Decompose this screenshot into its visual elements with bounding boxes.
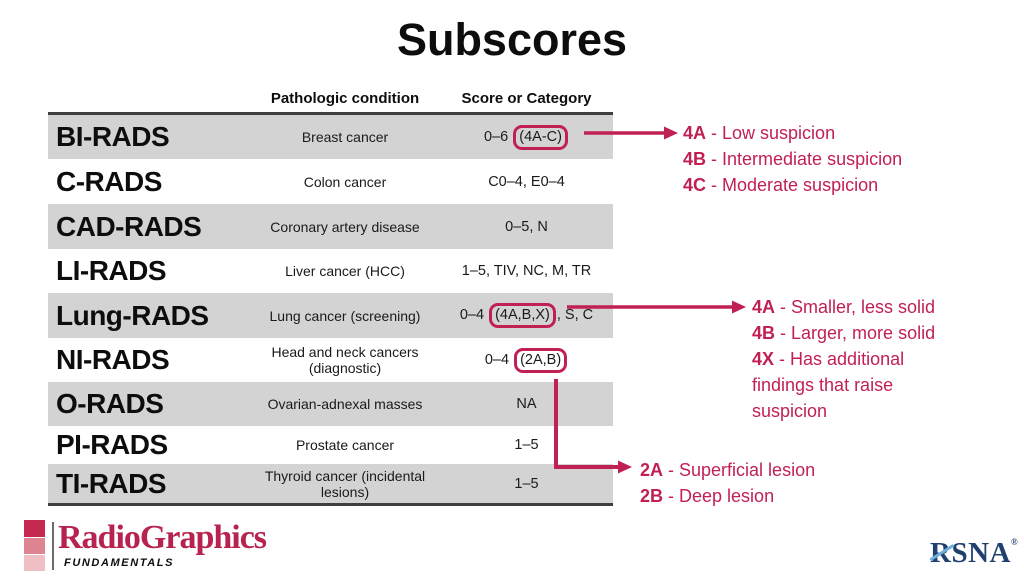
rads-system-label: TI-RADS <box>56 467 167 499</box>
score-category: 0–4 (2A,B) <box>440 347 613 373</box>
score-category: 0–5, N <box>505 218 548 235</box>
table-row-bi-rads: BI-RADS Breast cancer 0–6 (4A-C) <box>48 115 613 159</box>
legend-item: 4B - Larger, more solid <box>752 320 968 346</box>
radiographics-wordmark: RadioGraphics <box>58 519 267 556</box>
registered-mark: ® <box>1010 537 1019 547</box>
subscore-code: 4A <box>752 297 776 317</box>
logo-square-dark-icon <box>24 520 45 537</box>
table-row-li-rads: LI-RADS Liver cancer (HCC) 1–5, TIV, NC,… <box>48 249 613 293</box>
logo-square-light-icon <box>24 555 45 571</box>
pathologic-condition: Liver cancer (HCC) <box>285 263 405 279</box>
highlighted-subscore-box: (4A-C) <box>513 124 568 150</box>
score-category: 0–4 (4A,B,X), S, C <box>440 303 613 328</box>
legend-item: 4C - Moderate suspicion <box>683 172 953 198</box>
score-category: 1–5 <box>514 437 539 453</box>
pathologic-condition: Breast cancer <box>301 129 389 145</box>
legend-item: 2A - Superficial lesion <box>640 457 900 483</box>
rads-system-label: PI-RADS <box>56 429 168 460</box>
pathologic-condition: Head and neck cancers (diagnostic) <box>271 344 419 376</box>
subscore-desc: - Deep lesion <box>663 486 775 506</box>
radiographics-wordmark-group: RadioGraphics FUNDAMENTALS <box>58 519 267 571</box>
table-row-lung-rads: Lung-RADS Lung cancer (screening) 0–4 (4… <box>48 293 613 338</box>
logo-divider <box>52 522 54 570</box>
subscore-code: 4B <box>683 149 707 169</box>
score-text: 0–4 <box>484 351 514 368</box>
subscore-code: 4B <box>752 323 776 343</box>
table-row-o-rads: O-RADS Ovarian-adnexal masses NA <box>48 382 613 426</box>
column-header-score: Score or Category <box>461 90 592 107</box>
lungrads-subscore-legend: 4A - Smaller, less solid 4B - Larger, mo… <box>752 294 968 424</box>
rads-system-label: Lung-RADS <box>56 299 209 331</box>
score-category: 1–5 <box>514 475 539 492</box>
table-row-cad-rads: CAD-RADS Coronary artery disease 0–5, N <box>48 204 613 249</box>
subscore-code: 4C <box>683 175 707 195</box>
subscore-desc: - Smaller, less solid <box>775 297 936 317</box>
subscore-desc: - Moderate suspicion <box>706 175 879 195</box>
subscore-code: 2A <box>640 460 664 480</box>
highlighted-subscore-box: (4A,B,X) <box>489 303 556 328</box>
pathologic-condition: Ovarian-adnexal masses <box>267 396 423 412</box>
pathologic-condition: Lung cancer (screening) <box>269 307 421 324</box>
rads-system-label: LI-RADS <box>56 255 167 286</box>
legend-item: 4X - Has additional findings that raise … <box>752 346 968 424</box>
pathologic-condition: Thyroid cancer (incidental lesions) <box>264 467 426 500</box>
rads-system-label: C-RADS <box>56 165 162 197</box>
pathologic-condition: Prostate cancer <box>295 437 395 453</box>
radiographics-logo-squares <box>24 520 45 571</box>
pathologic-condition: Colon cancer <box>303 173 387 190</box>
score-text: , S, C <box>556 307 594 323</box>
subscore-desc: - Superficial lesion <box>663 460 816 480</box>
table-header-row: Pathologic condition Score or Category <box>48 86 613 115</box>
rads-system-label: NI-RADS <box>56 344 170 375</box>
slide-title: Subscores <box>396 14 628 65</box>
score-category: 1–5, TIV, NC, M, TR <box>461 263 592 279</box>
column-header-condition: Pathologic condition <box>270 90 420 107</box>
arrow-lungrads-head <box>732 300 746 314</box>
rads-table: BI-RADS Breast cancer 0–6 (4A-C) C-RADS … <box>48 115 613 506</box>
subscore-desc: - Has additional findings that raise sus… <box>752 349 905 421</box>
legend-item: 4B - Intermediate suspicion <box>683 146 953 172</box>
table-row-ni-rads: NI-RADS Head and neck cancers (diagnosti… <box>48 338 613 382</box>
highlighted-subscore-box: (2A,B) <box>514 347 568 373</box>
table-row-c-rads: C-RADS Colon cancer C0–4, E0–4 <box>48 159 613 204</box>
score-category: 0–6 (4A-C) <box>440 124 613 150</box>
legend-item: 4A - Smaller, less solid <box>752 294 968 320</box>
subscore-code: 4X <box>752 349 775 369</box>
radiographics-logo: RadioGraphics FUNDAMENTALS <box>24 519 267 571</box>
arrow-birads-head <box>664 126 678 140</box>
birads-subscore-legend: 4A - Low suspicion 4B - Intermediate sus… <box>683 120 953 198</box>
table-row-ti-rads: TI-RADS Thyroid cancer (incidental lesio… <box>48 464 613 503</box>
arrow-nirads-head <box>618 460 632 474</box>
subscore-desc: - Low suspicion <box>706 123 836 143</box>
nirads-subscore-legend: 2A - Superficial lesion 2B - Deep lesion <box>640 457 900 509</box>
subscore-code: 4A <box>683 123 707 143</box>
pathologic-condition: Coronary artery disease <box>270 218 420 235</box>
radiographics-tagline: FUNDAMENTALS <box>64 557 175 569</box>
logo-square-mid-icon <box>24 538 45 554</box>
legend-item: 4A - Low suspicion <box>683 120 953 146</box>
rads-system-label: BI-RADS <box>56 121 170 152</box>
column-header-empty <box>48 107 250 112</box>
score-text: 0–6 <box>484 128 513 145</box>
score-text: 0–4 <box>459 307 489 323</box>
subscore-desc: - Intermediate suspicion <box>706 149 903 169</box>
rsna-logo: RSNA® <box>929 537 1019 570</box>
rads-system-label: O-RADS <box>56 388 164 419</box>
subscore-code: 2B <box>640 486 664 506</box>
legend-item: 2B - Deep lesion <box>640 483 900 509</box>
table-row-pi-rads: PI-RADS Prostate cancer 1–5 <box>48 426 613 464</box>
score-category: NA <box>516 396 537 412</box>
rads-system-label: CAD-RADS <box>56 210 202 242</box>
score-category: C0–4, E0–4 <box>488 173 565 190</box>
subscore-desc: - Larger, more solid <box>775 323 936 343</box>
